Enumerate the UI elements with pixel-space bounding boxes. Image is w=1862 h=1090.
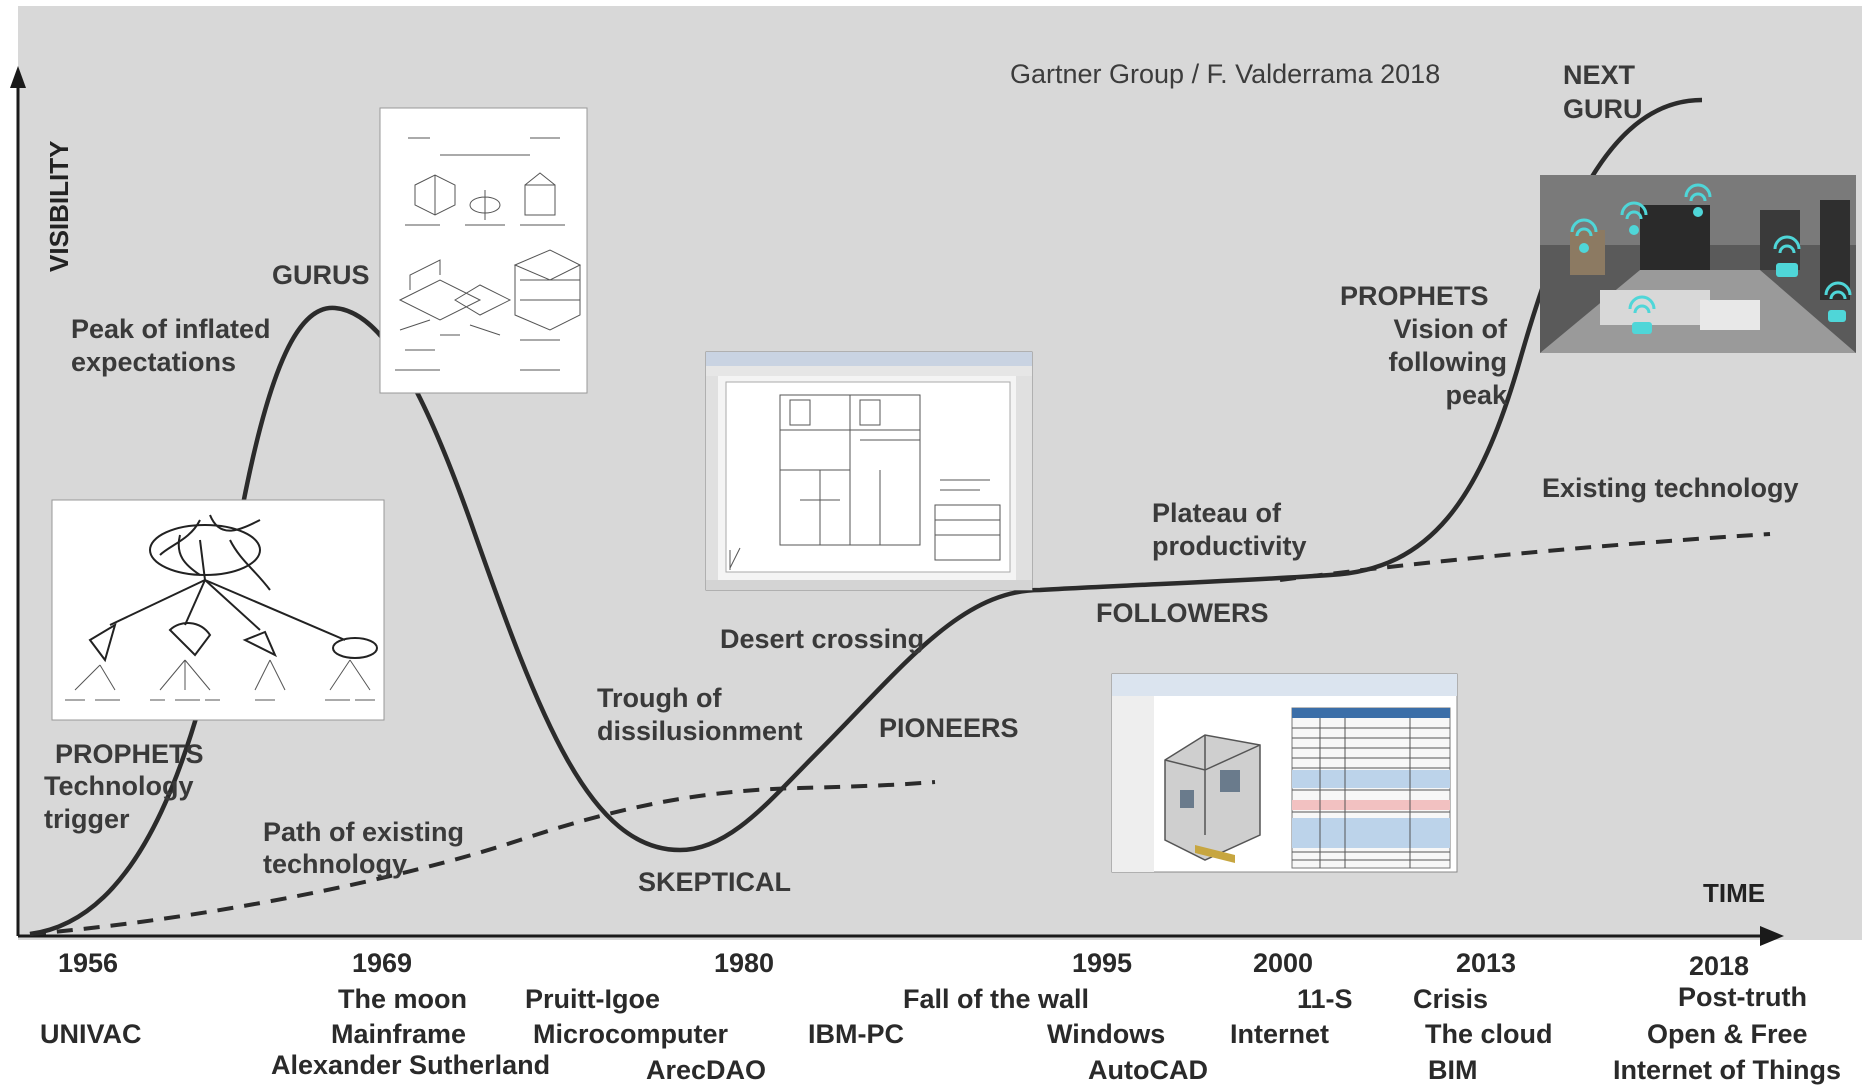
timeline-year: 2018 xyxy=(1689,951,1749,981)
desert-crossing-label: Desert crossing xyxy=(720,624,924,654)
technical-document-drawing xyxy=(379,107,588,394)
timeline-event: UNIVAC xyxy=(40,1019,142,1049)
timeline-event: Post-truth xyxy=(1678,982,1807,1012)
timeline-event: Fall of the wall xyxy=(903,984,1089,1014)
existing-technology-path-high xyxy=(1279,532,1771,582)
peak-label-line1: Peak of inflated xyxy=(71,314,271,344)
timeline-event: The cloud xyxy=(1425,1019,1553,1049)
timeline-event: Alexander Sutherland xyxy=(271,1050,550,1080)
timeline-event: Internet xyxy=(1230,1019,1329,1049)
timeline-year: 1956 xyxy=(58,948,118,978)
timeline-event: AutoCAD xyxy=(1088,1055,1208,1085)
smart-home-iot-photo xyxy=(1540,175,1856,353)
x-axis-arrowhead xyxy=(1760,926,1784,946)
timeline-year: 2000 xyxy=(1253,948,1313,978)
trigger-label-line1: Technology xyxy=(44,771,194,801)
peak-label-line2: expectations xyxy=(71,347,236,377)
trough-label-line2: dissilusionment xyxy=(597,716,803,746)
y-axis-title: VISIBILITY xyxy=(44,141,74,272)
timeline-event: 11-S xyxy=(1297,984,1353,1014)
bim-software-screenshot xyxy=(1111,673,1458,873)
vision-label-line3: peak xyxy=(1445,380,1508,410)
timeline-year: 2013 xyxy=(1456,948,1516,978)
trigger-label-line2: trigger xyxy=(44,804,130,834)
existing-technology-path-low xyxy=(29,780,936,936)
diagram-credit: Gartner Group / F. Valderrama 2018 xyxy=(1010,59,1440,89)
existing-technology-label: Existing technology xyxy=(1542,473,1799,503)
hype-curve xyxy=(29,97,1703,937)
timeline: 1956 UNIVAC 1969 The moon Mainframe Alex… xyxy=(40,948,1841,1085)
followers-label: FOLLOWERS xyxy=(1096,598,1268,628)
skeptical-label: SKEPTICAL xyxy=(638,867,791,897)
path-existing-label-line2: technology xyxy=(263,849,407,879)
y-axis-arrowhead xyxy=(10,66,26,88)
prophets-left-label: PROPHETS xyxy=(55,739,204,769)
timeline-event: IBM-PC xyxy=(808,1019,904,1049)
next-guru-label-line2: GURU xyxy=(1563,94,1643,124)
timeline-event: Internet of Things xyxy=(1613,1055,1841,1085)
vision-label-line2: following xyxy=(1389,347,1507,377)
timeline-event: Crisis xyxy=(1413,984,1488,1014)
timeline-year: 1995 xyxy=(1072,948,1132,978)
timeline-event: ArecDAO xyxy=(646,1055,766,1085)
next-guru-label-line1: NEXT xyxy=(1563,60,1636,90)
timeline-year: 1969 xyxy=(352,948,412,978)
timeline-event: BIM xyxy=(1428,1055,1478,1085)
timeline-event: Microcomputer xyxy=(533,1019,729,1049)
plateau-label-line2: productivity xyxy=(1152,531,1307,561)
timeline-event: Windows xyxy=(1047,1019,1165,1049)
architecture-tree-drawing xyxy=(51,499,385,721)
timeline-event: Mainframe xyxy=(331,1019,466,1049)
timeline-event: Pruitt-Igoe xyxy=(525,984,660,1014)
trough-label-line1: Trough of xyxy=(597,683,722,713)
gurus-label: GURUS xyxy=(272,260,370,290)
cad-floor-plan-screenshot xyxy=(705,351,1033,591)
plateau-label-line1: Plateau of xyxy=(1152,498,1282,528)
pioneers-label: PIONEERS xyxy=(879,713,1019,743)
x-axis-title: TIME xyxy=(1703,878,1765,908)
prophets-right-label: PROPHETS xyxy=(1340,281,1489,311)
timeline-event: Open & Free xyxy=(1647,1019,1808,1049)
timeline-event: The moon xyxy=(338,984,467,1014)
vision-label-line1: Vision of xyxy=(1393,314,1508,344)
timeline-year: 1980 xyxy=(714,948,774,978)
path-existing-label-line1: Path of existing xyxy=(263,817,464,847)
